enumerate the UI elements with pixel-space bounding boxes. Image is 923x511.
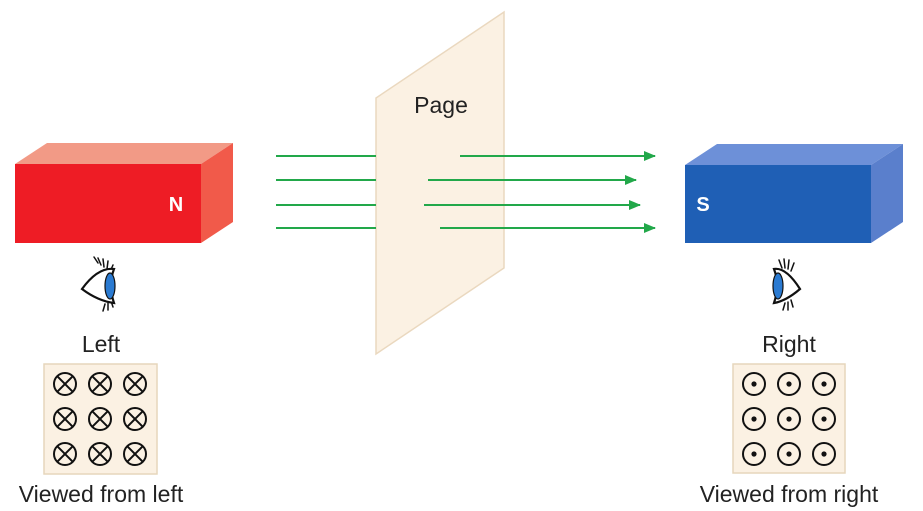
- cross-symbol: [123, 407, 147, 431]
- field-lines-left: [276, 155, 376, 229]
- cross-symbol: [53, 442, 77, 466]
- cross-symbol: [88, 442, 112, 466]
- dot-symbol: [812, 407, 836, 431]
- dot-symbol: [777, 407, 801, 431]
- right-field-grid: [732, 363, 846, 474]
- north-magnet: N: [15, 143, 233, 243]
- south-pole-label: S: [696, 194, 709, 216]
- dot-symbol: [742, 407, 766, 431]
- north-magnet-side: [201, 143, 233, 243]
- page-sheet: [375, 10, 505, 356]
- cross-symbols: [53, 372, 147, 466]
- eye-iris: [104, 272, 116, 300]
- left-caption: Viewed from left: [19, 481, 184, 507]
- south-magnet-side: [871, 144, 903, 243]
- cross-symbol: [123, 442, 147, 466]
- dot-symbol: [742, 372, 766, 396]
- right-eye-label: Right: [762, 331, 816, 357]
- dot-symbol: [742, 442, 766, 466]
- north-magnet-front: [15, 164, 201, 243]
- page-plane: Page: [375, 10, 505, 356]
- cross-symbol: [53, 407, 77, 431]
- field-lines-right: [424, 151, 656, 233]
- eye-lashes: [778, 258, 795, 311]
- dot-symbols: [742, 372, 836, 466]
- cross-symbol: [123, 372, 147, 396]
- cross-symbol: [88, 372, 112, 396]
- dot-symbol: [777, 372, 801, 396]
- dot-symbol: [777, 442, 801, 466]
- south-magnet: S: [685, 144, 903, 243]
- cross-symbol: [88, 407, 112, 431]
- cross-symbol: [53, 372, 77, 396]
- dot-symbol: [812, 372, 836, 396]
- north-pole-label: N: [169, 194, 183, 216]
- page-label: Page: [414, 92, 468, 118]
- left-eye-label: Left: [82, 331, 121, 357]
- north-magnet-top: [15, 143, 233, 164]
- left-field-grid: [43, 363, 158, 475]
- dot-symbol: [812, 442, 836, 466]
- right-caption: Viewed from right: [700, 481, 879, 507]
- eye-icon: [772, 258, 802, 311]
- south-magnet-front: [685, 165, 871, 243]
- eye-icon: [80, 256, 116, 312]
- south-magnet-top: [685, 144, 903, 165]
- eye-iris: [772, 272, 784, 300]
